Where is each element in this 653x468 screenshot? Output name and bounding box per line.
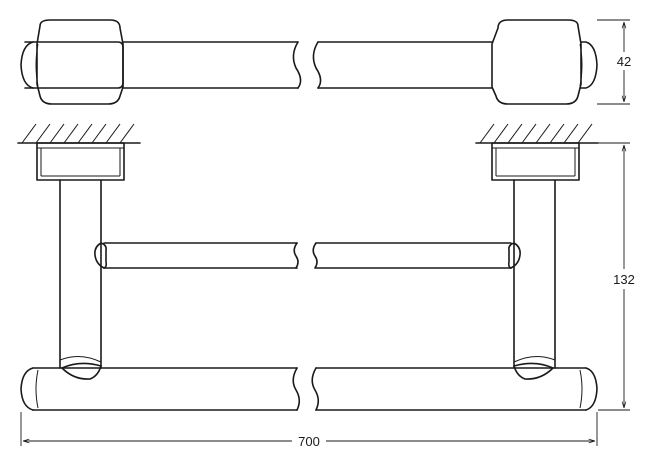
wall-hatch-right bbox=[475, 123, 599, 144]
right-wall-flange bbox=[491, 142, 580, 181]
left-post bbox=[59, 179, 102, 380]
upper-bar bbox=[94, 242, 521, 269]
top-bar-left-end bbox=[20, 41, 34, 89]
depth-label: 42 bbox=[617, 54, 631, 69]
top-left-mount bbox=[24, 19, 124, 105]
right-post bbox=[513, 179, 556, 380]
bottom-bar bbox=[20, 367, 598, 411]
dimension-depth: 42 bbox=[597, 19, 636, 105]
top-bar-right-end bbox=[580, 41, 598, 89]
dimension-width: 700 bbox=[20, 412, 598, 450]
height-label: 132 bbox=[613, 272, 635, 287]
front-view bbox=[17, 123, 599, 411]
left-wall-flange bbox=[36, 142, 125, 181]
top-right-mount bbox=[491, 19, 582, 105]
wall-hatch-left bbox=[17, 123, 141, 144]
width-label: 700 bbox=[298, 434, 320, 449]
top-view bbox=[20, 19, 598, 105]
dimension-height: 132 bbox=[598, 142, 642, 411]
top-bar bbox=[122, 41, 493, 89]
